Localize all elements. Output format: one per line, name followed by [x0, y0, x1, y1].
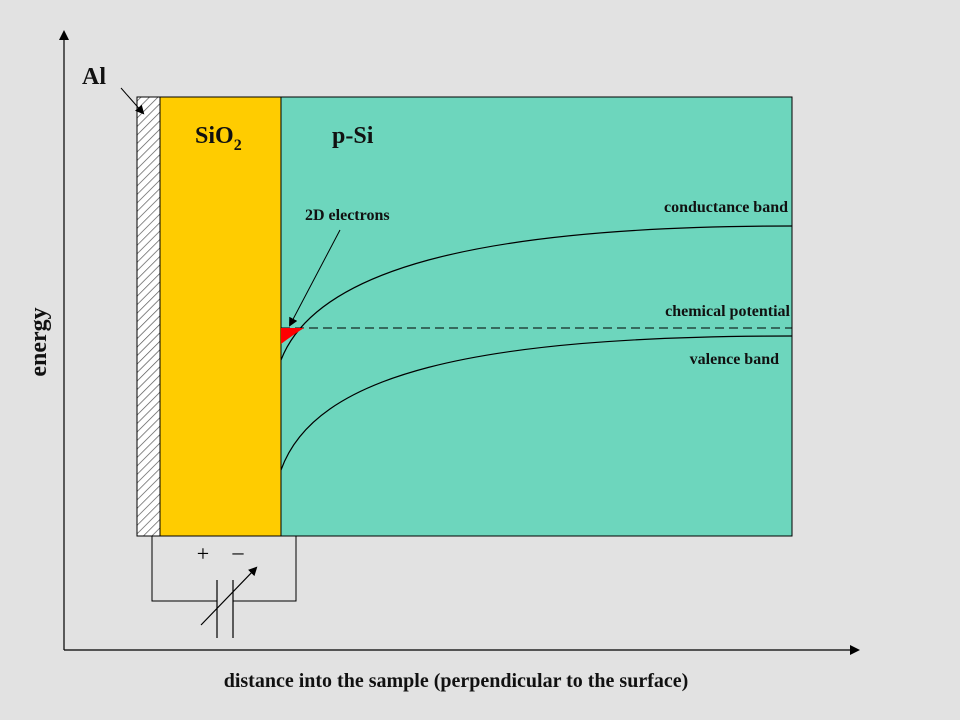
- valence-band-label: valence band: [690, 351, 779, 368]
- aluminum-gate-layer: [136, 96, 161, 537]
- conductance-band-label: conductance band: [664, 199, 788, 216]
- sio2-label: SiO2: [195, 123, 242, 154]
- voltage-source-circuit: [151, 536, 297, 638]
- p-si-label: p-Si: [332, 123, 374, 149]
- y-axis-label: energy: [26, 307, 52, 376]
- sio2-main-text: SiO: [195, 123, 234, 149]
- al-pointer-arrow: [120, 87, 145, 115]
- variable-source-arrow: [200, 566, 258, 626]
- minus-sign: –: [232, 539, 245, 564]
- sio2-oxide-layer: [159, 96, 282, 537]
- chemical-potential-label: chemical potential: [665, 303, 790, 320]
- p-si-substrate: [280, 96, 793, 537]
- 2d-electrons-label: 2D electrons: [305, 207, 390, 224]
- al-label: Al: [82, 64, 106, 90]
- sio2-subscript: 2: [234, 137, 242, 154]
- x-axis-label: distance into the sample (perpendicular …: [224, 670, 689, 692]
- valence-band-curve: [280, 335, 793, 471]
- plus-sign: +: [197, 541, 209, 566]
- 2d-electron-region: [281, 328, 304, 344]
- electrons-pointer-arrow: [289, 229, 341, 327]
- conductance-band-curve: [280, 225, 793, 361]
